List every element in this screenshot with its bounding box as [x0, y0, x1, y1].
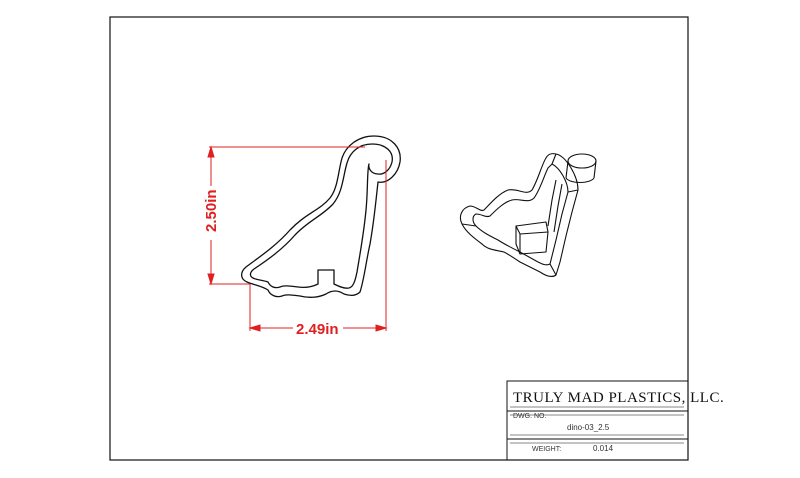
dino-front-view [240, 135, 401, 298]
iso-boss-top [567, 153, 597, 169]
dino-isometric-view [459, 153, 597, 277]
dwg-no-label: DWG. NO. [513, 413, 546, 420]
dino-inner-outline [249, 143, 393, 289]
height-arrow-bottom [207, 273, 215, 286]
dwg-no-value: dino-03_2.5 [567, 423, 610, 432]
sheet-border [109, 16, 689, 461]
height-dimension-label: 2.50in [203, 189, 220, 232]
company-name: TRULY MAD PLASTICS, LLC. [513, 390, 724, 406]
iso-rib [519, 231, 549, 255]
weight-label: WEIGHT: [532, 446, 561, 453]
width-dimension [248, 160, 388, 332]
weight-value: 0.014 [593, 444, 614, 453]
iso-inner-outline [472, 163, 569, 266]
iso-outer-outline [459, 153, 579, 277]
height-dimension [207, 145, 365, 286]
dino-outer-outline [240, 135, 401, 298]
width-arrow-left [248, 324, 261, 332]
width-dimension-label: 2.49in [296, 321, 339, 338]
title-block-frame [506, 380, 689, 461]
height-arrow-top [207, 145, 215, 158]
width-arrow-right [375, 324, 388, 332]
title-block [506, 380, 689, 461]
